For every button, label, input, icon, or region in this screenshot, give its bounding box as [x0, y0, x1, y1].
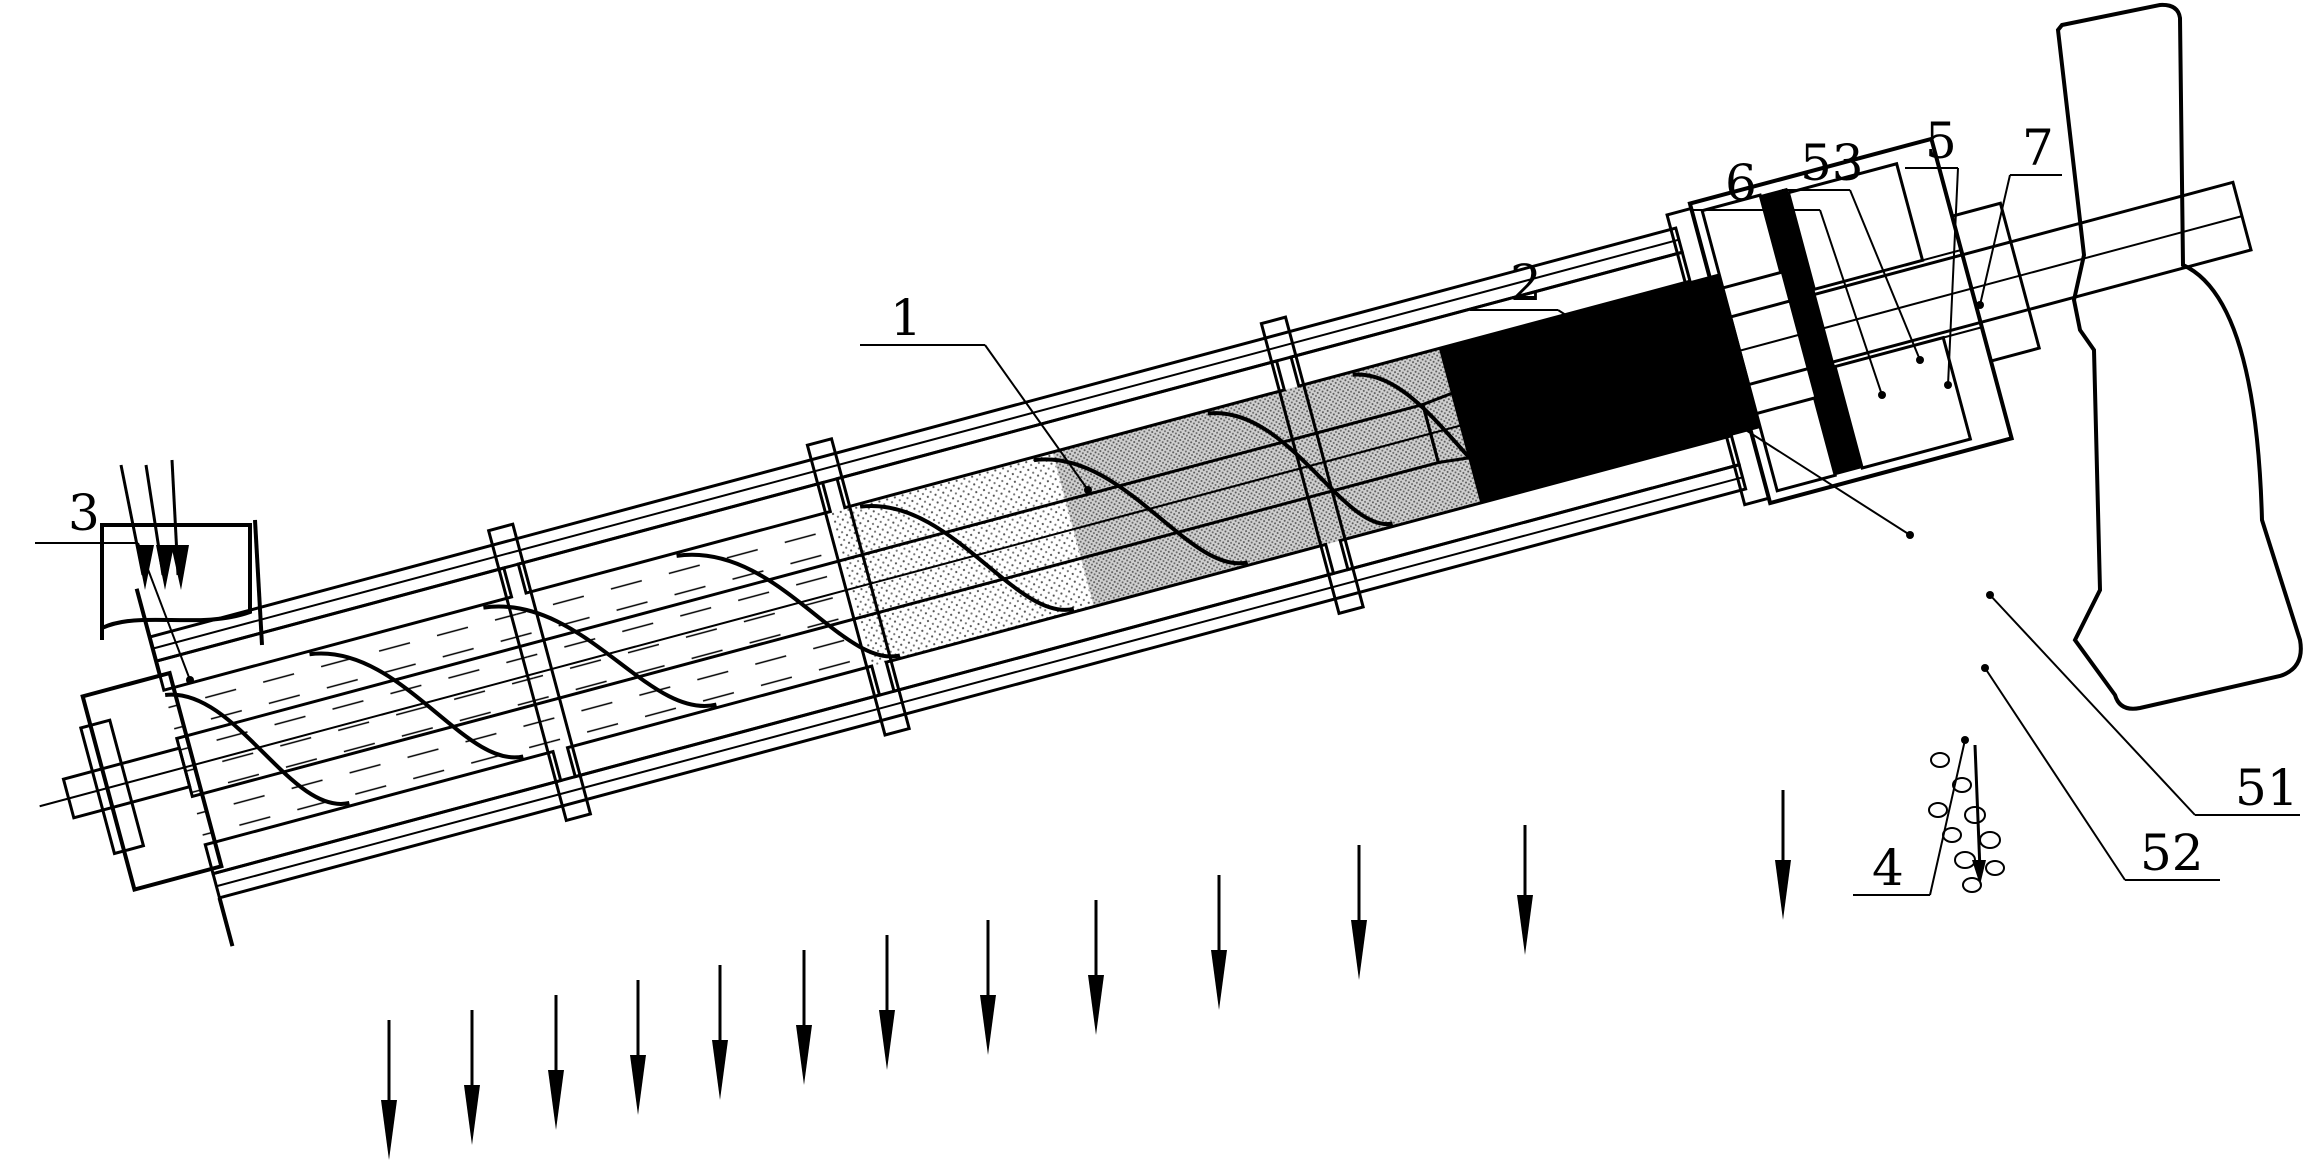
cake-particles [1928, 744, 2005, 893]
drive-gear [2055, 2, 2303, 711]
discharge-housing [1687, 136, 2042, 506]
label-7: 7 [2022, 119, 2054, 177]
label-4: 4 [1872, 839, 1904, 897]
leader-lines [35, 167, 2300, 896]
screw-flights [164, 305, 1732, 806]
label-3: 3 [68, 484, 100, 542]
screw-shaft [39, 180, 2253, 820]
part-labels: 3 1 2 6 53 5 7 51 52 4 [68, 112, 2299, 897]
label-5: 5 [1925, 112, 1957, 170]
label-51: 51 [2235, 759, 2299, 817]
leader-dots [186, 301, 1994, 744]
press-assembly [39, 136, 2253, 947]
label-1: 1 [890, 289, 922, 347]
filtrate-arrows [381, 790, 1791, 1160]
feed-hopper [100, 519, 264, 646]
barrel-wall-lower [203, 433, 1748, 900]
label-2: 2 [1510, 254, 1542, 312]
label-52: 52 [2140, 824, 2204, 882]
feed-arrows [119, 459, 189, 590]
feed-housing [78, 588, 235, 947]
label-6: 6 [1725, 154, 1757, 212]
label-53: 53 [1800, 134, 1864, 192]
